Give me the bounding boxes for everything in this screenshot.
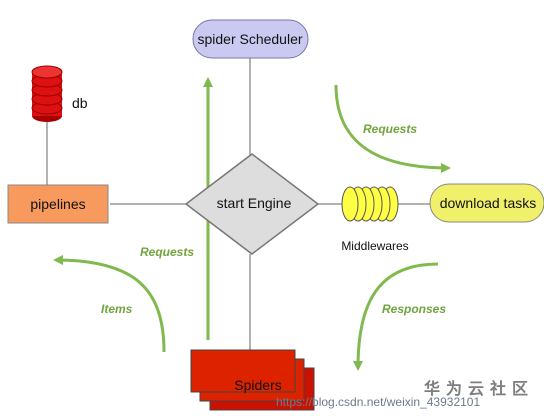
responses-curve-arrow — [353, 262, 439, 371]
items-curve-arrow — [53, 255, 166, 353]
engine-node — [184, 153, 320, 255]
db-label: db — [72, 95, 88, 111]
spiders-label: Spiders — [234, 377, 281, 393]
engine-label: start Engine — [217, 195, 292, 211]
pipelines-label: pipelines — [30, 196, 85, 212]
pipelines-node — [7, 184, 109, 224]
requests-top-label: Requests — [363, 122, 417, 136]
items-label: Items — [101, 302, 133, 316]
download-node — [429, 183, 544, 223]
watermark-url: https://blog.csdn.net/weixin_43932101 — [276, 395, 480, 409]
db-stack-icon — [31, 65, 63, 122]
scheduler-node — [192, 19, 309, 59]
requests-left-label: Requests — [140, 245, 194, 259]
spiders-stack — [190, 349, 315, 411]
requests-curve-arrow — [334, 84, 451, 173]
middleware-coil-icon — [341, 186, 399, 222]
responses-label: Responses — [382, 302, 446, 316]
download-label: download tasks — [440, 195, 537, 211]
scheduler-label: spider Scheduler — [197, 31, 302, 47]
middlewares-label: Middlewares — [341, 239, 408, 253]
watermark-brand: 华为云社区 — [424, 379, 534, 398]
